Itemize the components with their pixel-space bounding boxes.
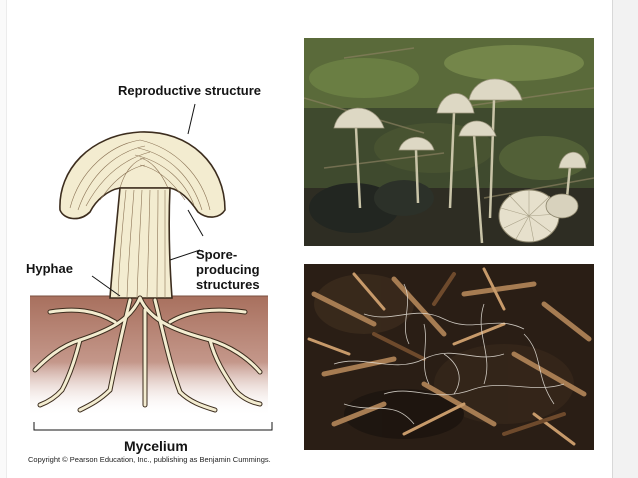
mycelium-network — [32, 295, 263, 413]
cap-hyphae-texture — [69, 139, 211, 211]
leader-lines — [91, 103, 204, 297]
mycelium-label: Mycelium — [124, 438, 188, 454]
mushroom-cap — [59, 131, 226, 220]
stalk-hyphae-texture — [117, 189, 166, 299]
mycelium-bracket — [33, 422, 273, 431]
soil-layer — [30, 296, 268, 416]
mushroom-stalk — [109, 187, 173, 299]
left-frame-edge — [0, 0, 7, 478]
copyright-caption: Copyright © Pearson Education, Inc., pub… — [28, 455, 271, 464]
spore-producing-label-line1: Spore- — [196, 247, 238, 262]
gilled-cap — [498, 189, 579, 243]
right-scroll-margin — [612, 0, 638, 478]
mycelium-photo — [304, 264, 594, 450]
white-mycelium-threads — [333, 283, 565, 425]
mushroom-photo — [304, 38, 594, 246]
spore-producing-label-line3: structures — [196, 277, 260, 292]
spore-producing-label-line2: producing — [196, 262, 260, 277]
hyphae-label: Hyphae — [26, 261, 73, 276]
reproductive-structure-label: Reproductive structure — [118, 83, 262, 98]
fungus-diagram — [30, 103, 273, 431]
